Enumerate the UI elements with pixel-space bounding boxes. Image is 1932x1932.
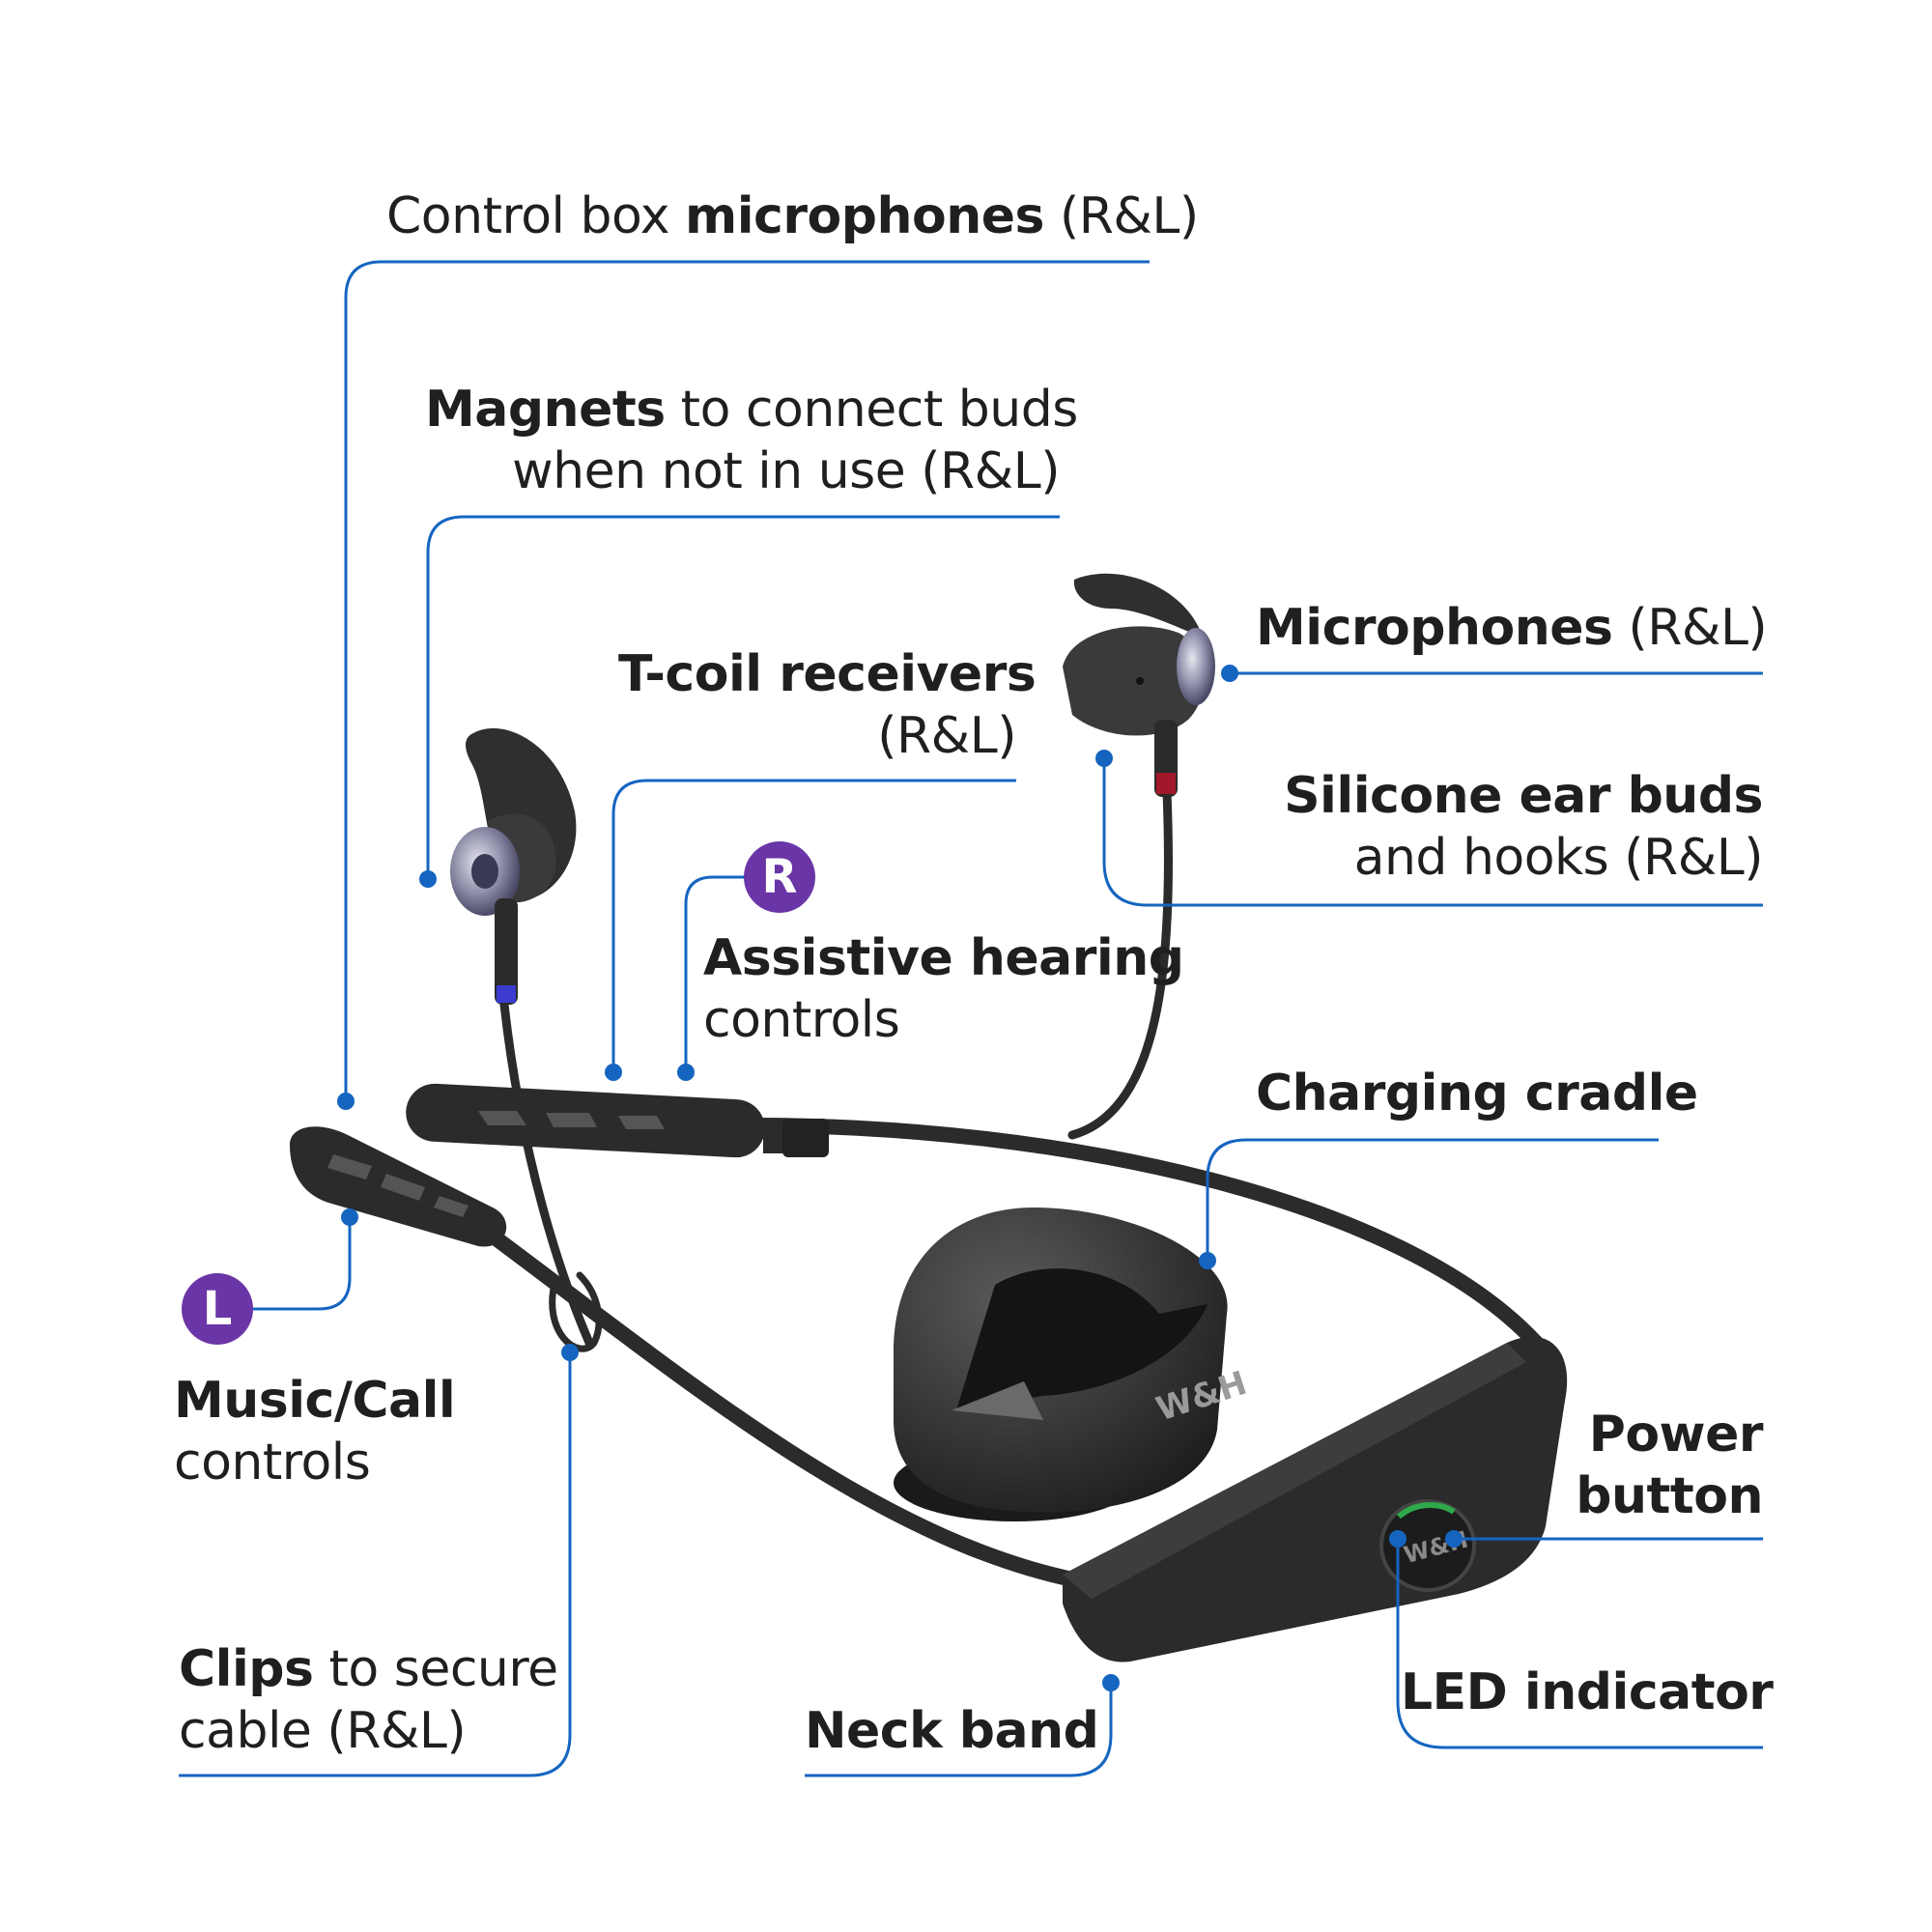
leader-tcoil — [611, 779, 1016, 1072]
right-side-badge: R — [744, 841, 815, 913]
left-bud-cable — [499, 1000, 594, 1348]
leader-clips — [179, 1352, 572, 1777]
left-side-badge: L — [182, 1273, 253, 1345]
label-power-button: Power button — [1576, 1406, 1763, 1525]
dot-microphones — [1221, 665, 1238, 682]
label-led-indicator: LED indicator — [1401, 1663, 1774, 1721]
right-bud-cable — [1067, 787, 1173, 1140]
leader-lines — [179, 260, 1763, 1777]
leader-neck-band — [805, 1683, 1113, 1777]
label-underlines — [179, 260, 1763, 1777]
charging-cradle: W&H — [894, 1208, 1251, 1521]
label-charging-cradle: Charging cradle — [1256, 1065, 1698, 1122]
dot-assistive — [677, 1064, 695, 1081]
dot-music-call — [341, 1208, 358, 1226]
dot-clips — [561, 1344, 579, 1361]
cables — [475, 787, 1544, 1587]
dot-led — [1389, 1530, 1406, 1548]
dot-neck-band — [1102, 1674, 1120, 1691]
leader-music-call — [253, 1217, 352, 1311]
label-magnets: Magnets to connect buds when not in use … — [425, 381, 1078, 500]
leader-assistive — [684, 875, 744, 1072]
leader-silicone — [1102, 758, 1763, 907]
dot-charging-cradle — [1199, 1252, 1216, 1269]
neck-band-body: W&H — [1063, 1336, 1568, 1662]
label-assistive-hearing-controls: Assistive hearing controls — [703, 929, 1184, 1049]
right-control-box — [406, 1083, 829, 1158]
left-control-box — [290, 1126, 507, 1247]
dot-tcoil — [605, 1064, 622, 1081]
dot-magnets — [419, 870, 437, 888]
leader-control-box-mics — [344, 260, 1150, 1101]
dot-power-button — [1445, 1530, 1463, 1548]
dot-control-box-mics — [337, 1093, 355, 1110]
label-silicone-ear-buds: Silicone ear buds and hooks (R&L) — [1284, 767, 1763, 887]
label-neck-band: Neck band — [805, 1702, 1099, 1760]
label-music-call-controls: Music/Call controls — [174, 1372, 456, 1492]
leader-magnets — [426, 515, 1060, 879]
label-clips: Clips to secure cable (R&L) — [179, 1640, 558, 1760]
clip-loop — [549, 1271, 603, 1352]
label-tcoil-receivers: T-coil receivers (R&L) — [618, 645, 1037, 765]
leader-charging-cradle — [1206, 1138, 1659, 1261]
label-control-box-microphones: Control box microphones (R&L) — [386, 187, 1199, 245]
neck-cable-upper — [746, 1118, 1544, 1350]
left-ear-bud — [450, 727, 577, 1005]
right-ear-bud — [1063, 573, 1215, 797]
dot-silicone — [1095, 750, 1113, 767]
leader-dots — [337, 665, 1463, 1691]
label-microphones: Microphones (R&L) — [1256, 599, 1768, 657]
leader-led — [1396, 1539, 1763, 1749]
